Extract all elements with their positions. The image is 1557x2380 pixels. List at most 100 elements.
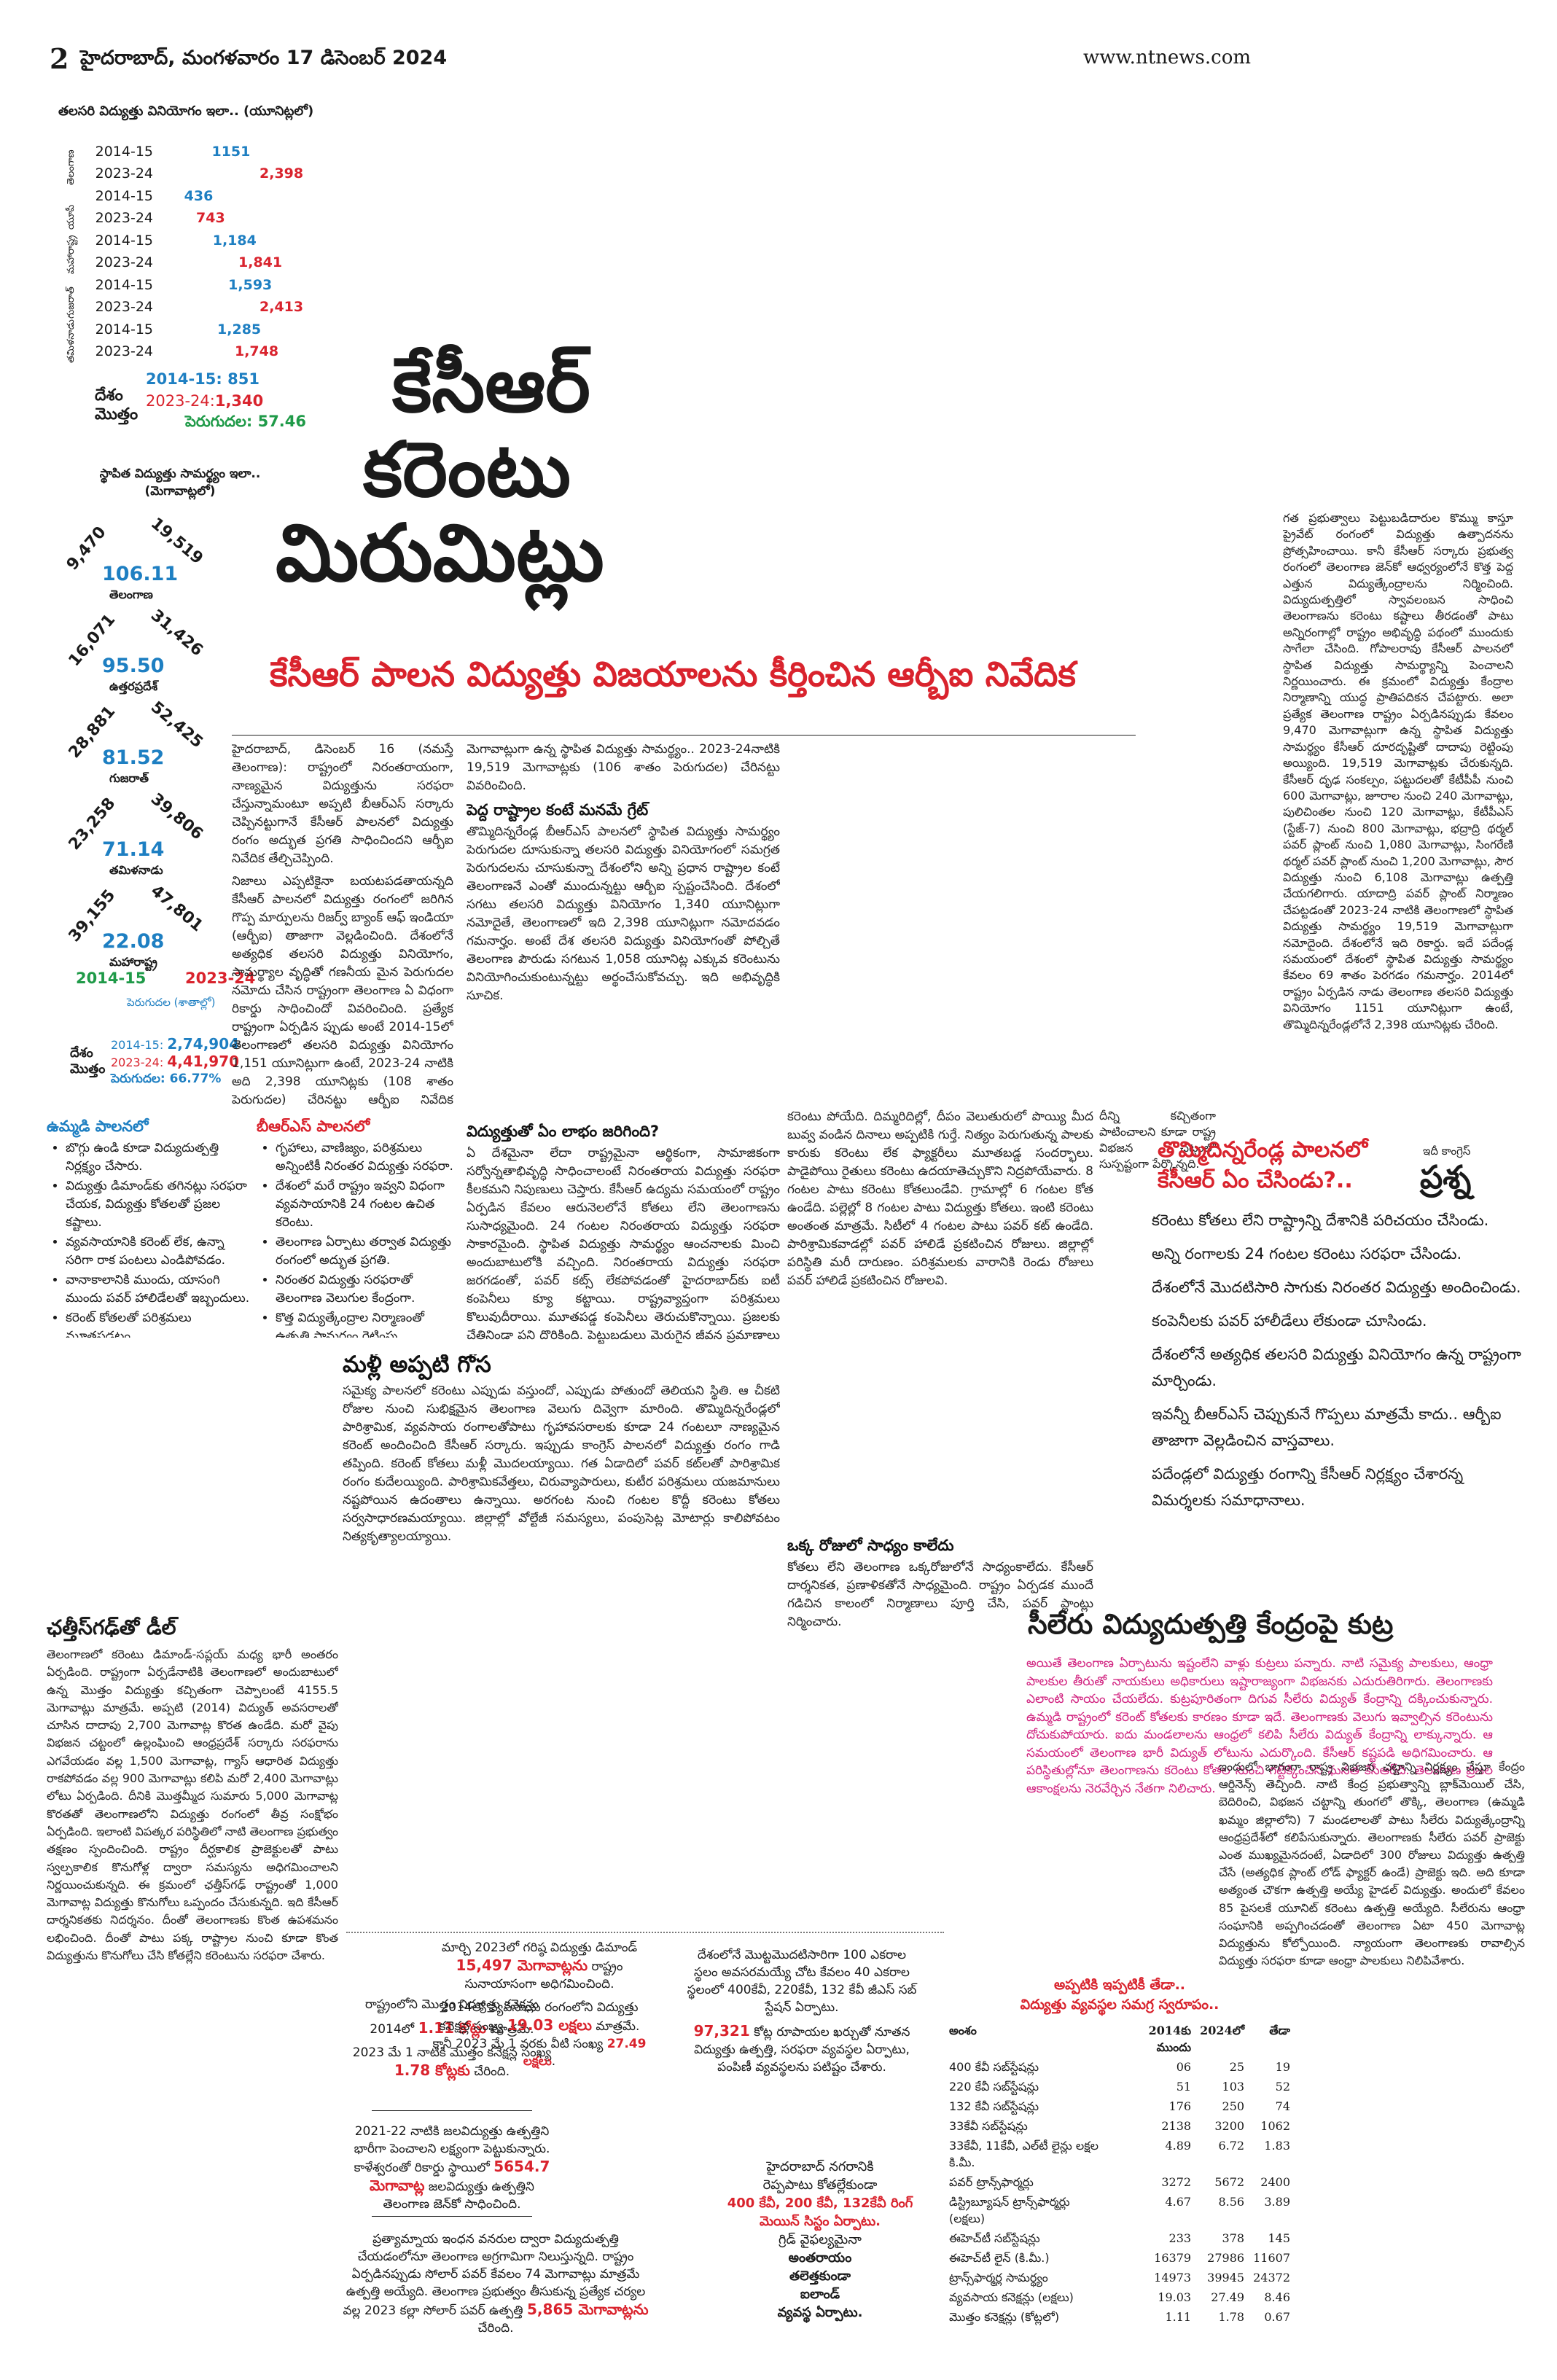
capacity-growth: 95.50 — [102, 655, 165, 677]
capacity-state: తెలంగాణ — [109, 588, 153, 601]
growth-table: అంశం2014కు ముందు2024లోతేడా 400 కేవీ సబ్‌స… — [945, 2021, 1295, 2327]
subheadline: కేసీఆర్ పాలన విద్యుత్తు విజయాలను కీర్తిం… — [270, 655, 1076, 695]
united-ap-item: కరెంట్ కోతలతో పరిశ్రమలు మూతపడటం. — [66, 1309, 254, 1338]
table-cell: 233 — [1168, 2231, 1192, 2245]
stat-d-line: మార్చి 2023లో గరిష్ఠ విద్యుత్తు డిమాండ్ … — [430, 1939, 649, 1993]
website[interactable]: www.ntnews.com — [1083, 47, 1252, 69]
table-header-row: అంశం2014కు ముందు2024లోతేడా — [945, 2021, 1295, 2057]
legend-2023: 2023-24 — [185, 969, 256, 987]
mid-para: ఏ దేశమైనా లేదా రాష్ట్రమైనా ఆర్థికంగా, సా… — [467, 1146, 780, 1347]
table-cell: 6.72 — [1218, 2139, 1245, 2153]
national-growth: పెరుగుదల: 57.46 — [185, 413, 307, 430]
table-cell: 14973 — [1154, 2271, 1192, 2285]
intro-para-2: నిజాలు ఎప్పటికైనా బయటపడతాయన్నది కేసీఆర్ … — [232, 874, 453, 1107]
stat-f-line5: తలెత్తకుండా — [789, 2268, 851, 2284]
table-cell: పవర్ ట్రాన్స్‌ఫార్మర్లు — [949, 2175, 1034, 2189]
answer-line: కరెంటు కోతలు లేని రాష్ట్రాన్ని దేశానికి … — [1152, 1212, 1489, 1229]
year-label: 2014-15 — [95, 277, 153, 293]
table-header-cell: తేడా — [1269, 2024, 1290, 2037]
stat-highlight: 27.49 లక్షలు — [523, 2037, 647, 2069]
stat-a-line: 2023 మే 1 నాటికి మొత్తం కనెక్షన్ల సంఖ్య … — [350, 2044, 554, 2080]
stat-highlight: 5654.7 మెగావాట్ల — [370, 2158, 550, 2194]
table-cell: ఈహెచ్‌టీ సబ్‌స్టేషన్లు — [949, 2231, 1040, 2245]
nat-cap-2023-value: 4,41,970 — [167, 1053, 240, 1070]
table-cell: 11607 — [1253, 2251, 1290, 2265]
stat-f-line6: ఐలాండ్ — [800, 2287, 840, 2302]
intro-column: హైదరాబాద్, డిసెంబర్ 16 (నమస్తే తెలంగాణ):… — [232, 741, 453, 1111]
answer-line: దేశంలోనే మొదటిసారి సాగుకు నిరంతర విద్యుత… — [1152, 1279, 1521, 1296]
headline-line1: కేసీఆర్ — [392, 340, 590, 429]
capacity-state: తమిళనాడు — [109, 863, 163, 877]
answer-line: కంపెనీలకు పవర్ హాలీడేలు లేకుండా చూసిండు. — [1152, 1312, 1427, 1330]
table-cell: 3.89 — [1264, 2195, 1290, 2209]
capacity-title-line2: (మెగావాట్లలో) — [144, 484, 216, 499]
national-cap-label: దేశం మొత్తం — [70, 1045, 105, 1077]
year-label: 2014-15 — [95, 188, 153, 204]
oka-heading: ఒక్క రోజులో సాధ్యం కాలేదు — [787, 1537, 954, 1554]
year-label: 2023-24 — [95, 254, 153, 270]
stat-text: చేరింది. — [469, 2064, 510, 2079]
stats-block-c: ప్రత్యామ్నాయ ఇంధన వనరుల ద్వారా విద్యుదుత… — [343, 2231, 649, 2343]
legend-2014: 2014-15 — [76, 969, 147, 987]
national-label-line2: మొత్తం — [95, 405, 138, 424]
table-row: 33కేవీ, 11కేవీ, ఎల్‌టీ లైన్లు లక్షల కి.మ… — [945, 2136, 1295, 2172]
rule-between-stats-b-c — [372, 2216, 532, 2217]
capacity-title-line1: స్థాపిత విద్యుత్తు సామర్థ్యం ఇలా.. — [99, 467, 261, 481]
intro-para-1: హైదరాబాద్, డిసెంబర్ 16 (నమస్తే తెలంగాణ):… — [232, 742, 453, 866]
table-cell: 24372 — [1253, 2271, 1290, 2285]
right-body-text: గత ప్రభుత్వాలు పెట్టుబడిదారుల కొమ్ము కాస… — [1283, 511, 1513, 1031]
rule-above-stats — [346, 1932, 944, 1933]
stat-text: 2014లో వ్యవసాయ రంగంలోని విద్యుత్తు కనెక్… — [439, 2000, 639, 2034]
col2-heading: పెద్ద రాష్ట్రాల కంటే మనమే గ్రేట్ — [467, 801, 649, 819]
stats-block-e: దేశంలోనే మొట్టమొదటిసారిగా 100 ఎకరాల స్థల… — [685, 1946, 918, 2082]
malli-para: సమైక్య పాలనలో కరెంటు ఎప్పుడు వస్తుందో, ఎ… — [343, 1384, 780, 1544]
national-consumption: దేశం మొత్తం 2014-15: 851 2023-24:1,340 ప… — [86, 367, 334, 440]
united-ap-item: బొగ్గు ఉండి కూడా విద్యుదుత్పత్తి నిర్లక్… — [66, 1139, 254, 1176]
mid2-column: కరెంటు పోయేది. దిమ్మరిదిల్లో, దీపం వెలుత… — [787, 1108, 1093, 1516]
answer-line: దేశంలోనే అత్యధిక తలసరి విద్యుత్తు వినియో… — [1152, 1346, 1521, 1389]
table-cell: 400 కేవీ సబ్‌స్టేషన్లు — [949, 2060, 1039, 2074]
table-cell: 250 — [1222, 2099, 1245, 2113]
stat-e-line: దేశంలోనే మొట్టమొదటిసారిగా 100 ఎకరాల స్థల… — [685, 1946, 918, 2016]
right-body-column: గత ప్రభుత్వాలు పెట్టుబడిదారుల కొమ్ము కాస… — [1283, 510, 1513, 1064]
brs-rule-item: దేశంలో మరే రాష్ట్రం ఇవ్వని విధంగా వ్యవసా… — [276, 1177, 458, 1232]
capacity-legend: 2014-15 2023-24 పెరుగుదల (శాతాల్లో) — [69, 969, 287, 1013]
capacity-growth: 106.11 — [102, 563, 179, 585]
consumption-chart-title: తలసరి విద్యుత్తు వినియోగం ఇలా.. (యూనిట్ల… — [58, 104, 314, 119]
question-answers: కరెంటు కోతలు లేని రాష్ట్రాన్ని దేశానికి … — [1152, 1207, 1523, 1521]
table-cell: 51 — [1176, 2080, 1192, 2094]
table-header-cell: 2014కు ముందు — [1148, 2024, 1192, 2054]
table-cell: మొత్తం కనెక్షన్లు (కోట్లలో) — [949, 2310, 1060, 2324]
mid-column: విద్యుత్తుతో ఏం లాభం జరిగింది? ఏ దేశమైనా… — [467, 1121, 780, 1347]
stat-f-highlight: 400 కేవీ, 200 కేవీ, 132కేవీ రింగ్ మెయిన్… — [727, 2196, 913, 2229]
question-tag-big: ప్రశ్న — [1420, 1159, 1472, 1196]
national-2023-value: 1,340 — [214, 392, 264, 410]
capacity-2023: 52,425 — [147, 698, 207, 752]
nat-cap-2023: 2023-24: 4,41,970 — [111, 1053, 239, 1070]
col2-para-2: తొమ్మిదిన్నరేండ్ల బీఆర్ఎస్ పాలనలో స్థాపి… — [467, 824, 780, 1003]
brs-rule-title: బీఆర్ఎస్ పాలనలో — [257, 1117, 370, 1135]
headline-line2: కరెంటు — [363, 425, 571, 514]
growth-table-title-2: విద్యుత్తు వ్యవస్థల సమగ్ర స్వరూపం.. — [1020, 1997, 1220, 2013]
sileru-title: సీలేరు విద్యుదుత్పత్తి కేంద్రంపై కుట్ర — [1028, 1608, 1394, 1640]
table-cell: 1.78 — [1218, 2310, 1245, 2324]
stat-text: 2014లో — [370, 2022, 418, 2037]
consumption-value: 1,593 — [228, 277, 273, 293]
stat-text: చేరింది. — [477, 2321, 514, 2336]
capacity-2023: 31,426 — [147, 606, 207, 660]
table-cell: 4.67 — [1165, 2195, 1192, 2209]
united-ap-item: విద్యుత్తు డిమాండ్‌కు తగినట్లు సరఫరా చేయ… — [66, 1177, 254, 1232]
stat-a-line: 2014లో 1.11 కోట్లు మాత్రమే. — [350, 2019, 554, 2038]
table-cell: 74 — [1275, 2099, 1290, 2113]
capacity-2023: 39,806 — [147, 789, 207, 844]
capacity-growth: 71.14 — [102, 838, 165, 861]
